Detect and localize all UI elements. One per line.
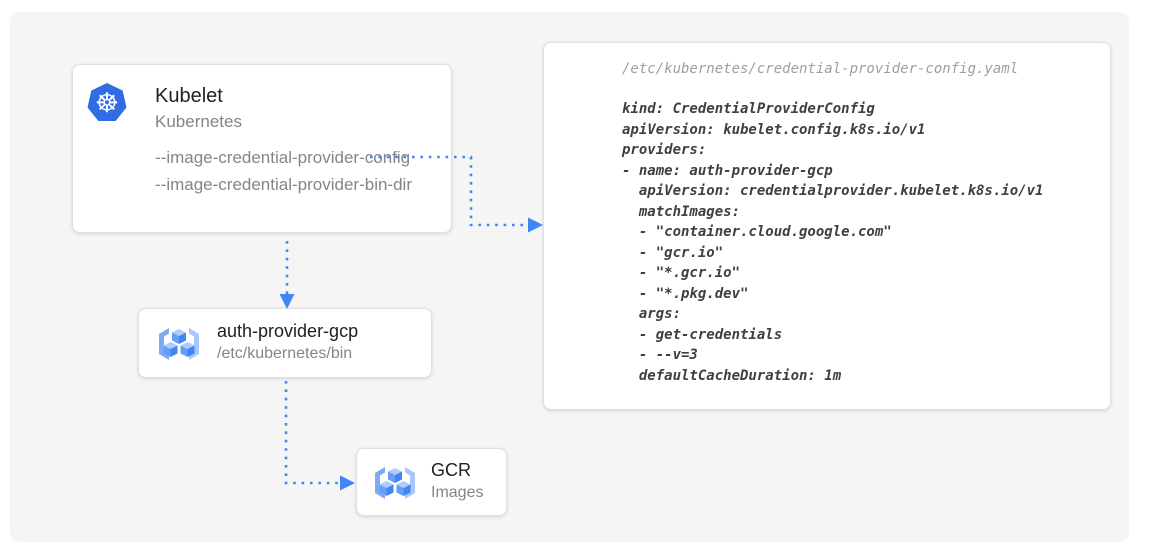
auth-provider-gcp-title: auth-provider-gcp (217, 321, 359, 341)
flag-image-credential-provider-config: --image-credential-provider-config (155, 148, 411, 167)
gcr-title: GCR (431, 460, 471, 480)
config-yaml-code: kind: CredentialProviderConfig apiVersio… (622, 101, 1044, 384)
gcr-subtitle: Images (431, 484, 484, 501)
kubelet-title: Kubelet (155, 85, 223, 107)
config-file-path: /etc/kubernetes/credential-provider-conf… (622, 61, 1019, 77)
gcr-card: GCR Images (356, 448, 507, 516)
credential-provider-config-card: /etc/kubernetes/credential-provider-conf… (543, 42, 1111, 410)
kubelet-card: ☸ Kubelet Kubernetes --image-credential-… (72, 64, 452, 233)
helm-glyph: ☸ (94, 87, 120, 119)
kubernetes-helm-icon: ☸ (87, 83, 127, 122)
gcr-cubes-icon (375, 467, 415, 499)
auth-provider-gcp-card: auth-provider-gcp /etc/kubernetes/bin (138, 308, 432, 378)
flag-image-credential-provider-bin-dir: --image-credential-provider-bin-dir (155, 175, 412, 194)
gcr-cubes-icon (159, 328, 199, 360)
auth-provider-gcp-path: /etc/kubernetes/bin (217, 345, 353, 362)
kubelet-subtitle: Kubernetes (155, 112, 242, 131)
